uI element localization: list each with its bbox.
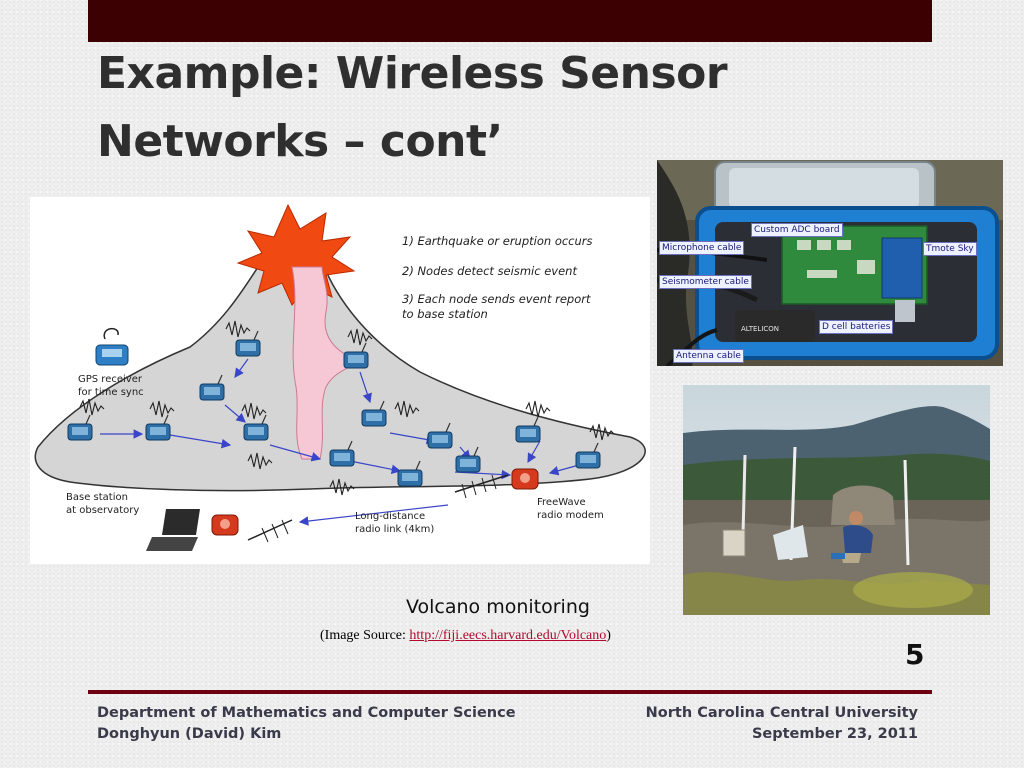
callout-d-cell-batteries: D cell batteries [819, 320, 894, 334]
volcano-shape [34, 254, 646, 492]
report-arrows [100, 358, 591, 480]
source-suffix: ) [606, 628, 611, 643]
slide-number: 5 [905, 638, 925, 671]
field-deployment-photo [683, 385, 990, 615]
callout-antenna-cable: Antenna cable [673, 349, 744, 363]
modem-label-2: radio modem [537, 510, 604, 521]
magma-channel [291, 266, 353, 460]
solar-panel [773, 525, 808, 560]
callout-microphone-cable: Microphone cable [659, 241, 745, 255]
footer-author: Donghyun (David) Kim [97, 726, 282, 742]
footer-university: North Carolina Central University [645, 705, 918, 721]
base-station-label: Base station [66, 492, 128, 503]
yagi-antenna-icon [454, 474, 509, 499]
footer-right: North Carolina Central University Septem… [646, 703, 918, 745]
gps-label: GPS receiver [78, 374, 143, 385]
long-distance-link-arrow [298, 504, 449, 526]
footer-left: Department of Mathematics and Computer S… [97, 703, 516, 745]
usb-plug [895, 300, 915, 322]
callout-seismometer-cable: Seismometer cable [659, 275, 752, 289]
footer-rule [88, 690, 932, 694]
gps-receiver-icon [95, 327, 129, 366]
radio-link-label-2: radio link (4km) [355, 524, 434, 535]
base-antenna-icon [247, 519, 293, 543]
freewave-modem-icon [511, 468, 539, 490]
laptop-icon [146, 509, 200, 551]
battery-brand-label: ALTELICON [741, 325, 779, 333]
antenna-pole [903, 459, 910, 566]
radio-link-label: Long-distance [355, 511, 425, 522]
antenna-cable [665, 328, 718, 366]
volcano-network-diagram: GPS receiver for time sync 1) Earthquake… [30, 197, 650, 564]
base-modem-icon [211, 514, 239, 536]
footer-department: Department of Mathematics and Computer S… [97, 705, 516, 721]
slide-title-line-1: Example: Wireless Sensor [97, 48, 728, 99]
sensor-box-photo: ALTELICON Custom ADC board Microphone ca… [657, 160, 1003, 366]
gps-label-2: for time sync [78, 387, 144, 398]
slide-title-line-2: Networks – cont’ [97, 116, 503, 167]
callout-adc-board: Custom ADC board [751, 223, 843, 237]
step-3-text: 3) Each node sends event report [402, 292, 591, 306]
source-link[interactable]: http://fiji.eecs.harvard.edu/Volcano [409, 628, 607, 643]
footer-date: September 23, 2011 [751, 726, 918, 742]
top-accent-bar [88, 0, 932, 42]
image-caption: Volcano monitoring [406, 596, 590, 618]
source-prefix: (Image Source: [320, 628, 410, 643]
modem-label: FreeWave [537, 497, 586, 508]
callout-tmote-sky: Tmote Sky [923, 242, 977, 256]
step-3-text-cont: to base station [402, 307, 488, 321]
tmote-sky-board [881, 237, 923, 299]
step-2-text: 2) Nodes detect seismic event [402, 264, 577, 278]
step-1-text: 1) Earthquake or eruption occurs [402, 234, 593, 248]
base-station-label-2: at observatory [66, 505, 139, 516]
sensor-box [722, 529, 746, 557]
antenna-pole [741, 454, 747, 536]
battery-pack [735, 310, 815, 342]
slide-title: Example: Wireless Sensor Networks – cont… [97, 40, 777, 176]
person-figure [841, 511, 873, 563]
boulder [831, 485, 895, 525]
image-source: (Image Source: http://fiji.eecs.harvard.… [320, 628, 611, 644]
